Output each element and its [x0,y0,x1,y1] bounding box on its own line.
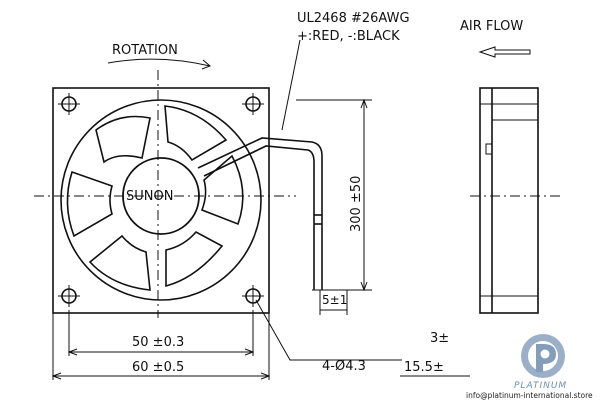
frame-width-label: 60 ±0.5 [132,360,184,375]
fan-side-view [470,87,560,314]
wire-colors-label: +:RED, -:BLACK [297,29,400,44]
rotation-label: ROTATION [112,43,178,58]
lead-wires [197,137,323,290]
fan-shroud [60,99,262,301]
wire-spec-leader [281,39,301,131]
mounting-hole-bottom-right [242,285,264,307]
air-flow-label: AIR FLOW [460,19,523,34]
strip-length-dimension [319,290,348,315]
rotation-arc [107,58,211,67]
thickness-label: 15.5± [404,360,444,375]
hole-spacing-dimension [67,310,255,356]
hole-diameter-leader [255,299,402,361]
mounting-hole-top-right [242,93,264,115]
hole-diameter-label: 4-Ø4.3 [322,359,366,374]
mounting-hole-top-left [58,93,80,115]
cable-length-dimension [296,98,372,292]
cable-length-label: 300 ±50 [349,176,364,232]
depth-partial-label: 3± [430,331,449,346]
hole-spacing-label: 50 ±0.3 [132,335,184,350]
air-flow-arrow [478,46,531,58]
wire-spec-label: UL2468 #26AWG [297,11,410,26]
fan-frame [52,87,270,314]
rotation-arrowhead [201,59,211,70]
fan-blades [66,105,244,291]
mounting-hole-bottom-left [58,285,80,307]
platinum-name: PLATINUM [514,381,567,391]
platinum-url: info@platinum-international.store [466,391,593,400]
platinum-logo [521,334,565,378]
frame-width-dimension [51,313,271,380]
strip-length-label: 5±1 [322,293,347,307]
